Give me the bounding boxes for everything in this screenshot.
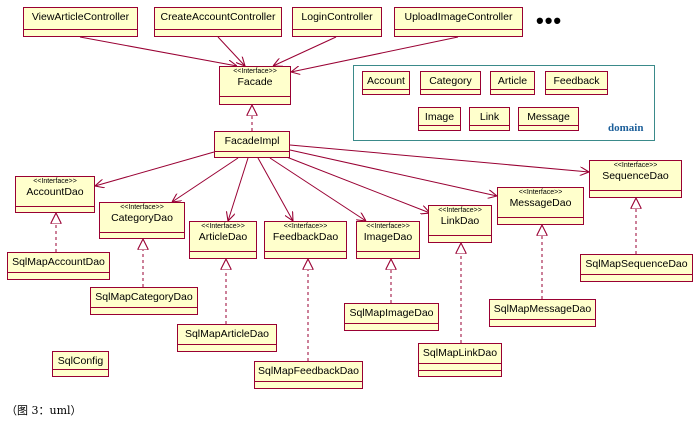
domain-class-feedback[interactable]: Feedback — [545, 71, 608, 95]
class-login-controller[interactable]: LoginController — [292, 7, 382, 37]
class-name: UploadImageController — [404, 11, 513, 23]
connector-dep-create-account — [217, 36, 245, 66]
interface-feedback-dao[interactable]: <<Interface>> FeedbackDao — [264, 221, 347, 259]
connector-assoc-account — [95, 151, 215, 186]
class-name: SqlMapArticleDao — [184, 328, 270, 340]
connector-assoc-article — [228, 157, 249, 221]
connector-assoc-feedback — [257, 157, 293, 221]
connector-dep-upload-image — [291, 36, 459, 72]
connector-dep-view-article — [79, 36, 237, 66]
class-name: LoginController — [301, 11, 373, 23]
class-name: Account — [367, 75, 405, 87]
class-sqlmap-feedback-dao[interactable]: SqlMapFeedbackDao — [254, 361, 363, 389]
class-name: SqlMapCategoryDao — [95, 291, 193, 303]
class-sqlmap-link-dao[interactable]: SqlMapLinkDao — [418, 343, 502, 377]
class-facade-impl[interactable]: FacadeImpl — [214, 131, 290, 158]
class-sql-config[interactable]: SqlConfig — [52, 351, 109, 377]
class-sqlmap-category-dao[interactable]: SqlMapCategoryDao — [90, 287, 198, 315]
stereotype-label: <<Interface>> — [233, 68, 277, 75]
domain-class-message[interactable]: Message — [518, 107, 579, 131]
class-name: SqlMapMessageDao — [493, 303, 592, 315]
domain-class-image[interactable]: Image — [418, 107, 461, 131]
stereotype-label: <<Interface>> — [120, 204, 164, 211]
connector-assoc-link — [283, 155, 430, 213]
connector-assoc-image — [269, 157, 366, 221]
interface-article-dao[interactable]: <<Interface>> ArticleDao — [189, 221, 257, 259]
class-name: Message — [527, 111, 570, 123]
interface-sequence-dao[interactable]: <<Interface>> SequenceDao — [589, 160, 682, 198]
domain-package — [353, 65, 655, 141]
class-name: CategoryDao — [111, 212, 173, 224]
class-create-account-controller[interactable]: CreateAccountController — [154, 7, 282, 37]
interface-message-dao[interactable]: <<Interface>> MessageDao — [497, 187, 584, 225]
class-name: SequenceDao — [602, 170, 669, 182]
domain-class-category[interactable]: Category — [420, 71, 481, 95]
class-upload-image-controller[interactable]: UploadImageController — [394, 7, 523, 37]
interface-facade[interactable]: <<Interface>> Facade — [219, 66, 291, 105]
connector-assoc-category — [172, 157, 239, 202]
class-sqlmap-image-dao[interactable]: SqlMapImageDao — [344, 303, 439, 331]
class-sqlmap-sequence-dao[interactable]: SqlMapSequenceDao — [580, 254, 693, 282]
stereotype-label: <<Interface>> — [283, 223, 328, 230]
class-name: Feedback — [553, 75, 600, 87]
class-name: SqlConfig — [57, 355, 104, 367]
connector-dep-login — [273, 36, 337, 66]
class-sqlmap-account-dao[interactable]: SqlMapAccountDao — [7, 252, 110, 280]
stereotype-label: <<Interface>> — [438, 207, 482, 214]
class-name: FeedbackDao — [272, 231, 339, 243]
class-name: ViewArticleController — [31, 11, 130, 23]
more-ellipsis: ••• — [536, 8, 563, 33]
domain-class-link[interactable]: Link — [469, 107, 510, 131]
interface-link-dao[interactable]: <<Interface>> LinkDao — [428, 205, 492, 243]
class-name: Article — [497, 75, 528, 87]
class-name: SqlMapSequenceDao — [585, 258, 688, 270]
class-name: SqlMapAccountDao — [12, 256, 105, 268]
stereotype-label: <<Interface>> — [518, 189, 563, 196]
class-name: SqlMapFeedbackDao — [258, 365, 359, 377]
domain-class-article[interactable]: Article — [490, 71, 535, 95]
connector-assoc-message — [289, 149, 497, 196]
class-name: SqlMapLinkDao — [422, 347, 498, 359]
class-name: ArticleDao — [198, 231, 248, 243]
interface-category-dao[interactable]: <<Interface>> CategoryDao — [99, 202, 185, 239]
class-name: Image — [424, 111, 455, 123]
stereotype-label: <<Interface>> — [613, 162, 658, 169]
class-name: SqlMapImageDao — [349, 307, 434, 319]
stereotype-label: <<Interface>> — [33, 178, 77, 185]
class-view-article-controller[interactable]: ViewArticleController — [23, 7, 138, 37]
class-name: LinkDao — [440, 215, 480, 227]
domain-package-label: domain — [608, 122, 644, 134]
interface-image-dao[interactable]: <<Interface>> ImageDao — [356, 221, 420, 259]
figure-caption: （图 3：uml） — [6, 404, 82, 417]
class-name: Category — [429, 75, 472, 87]
class-name: Link — [479, 111, 500, 123]
connector-assoc-sequence — [289, 144, 589, 172]
class-name: Facade — [237, 76, 273, 88]
class-name: ImageDao — [363, 231, 413, 243]
domain-class-account[interactable]: Account — [362, 71, 410, 95]
class-name: AccountDao — [26, 186, 84, 198]
class-name: MessageDao — [509, 197, 572, 209]
class-sqlmap-article-dao[interactable]: SqlMapArticleDao — [177, 324, 277, 352]
class-name: CreateAccountController — [160, 11, 276, 23]
class-name: FacadeImpl — [224, 135, 280, 147]
stereotype-label: <<Interface>> — [201, 223, 245, 230]
interface-account-dao[interactable]: <<Interface>> AccountDao — [15, 176, 95, 213]
stereotype-label: <<Interface>> — [366, 223, 410, 230]
class-sqlmap-message-dao[interactable]: SqlMapMessageDao — [489, 299, 596, 327]
